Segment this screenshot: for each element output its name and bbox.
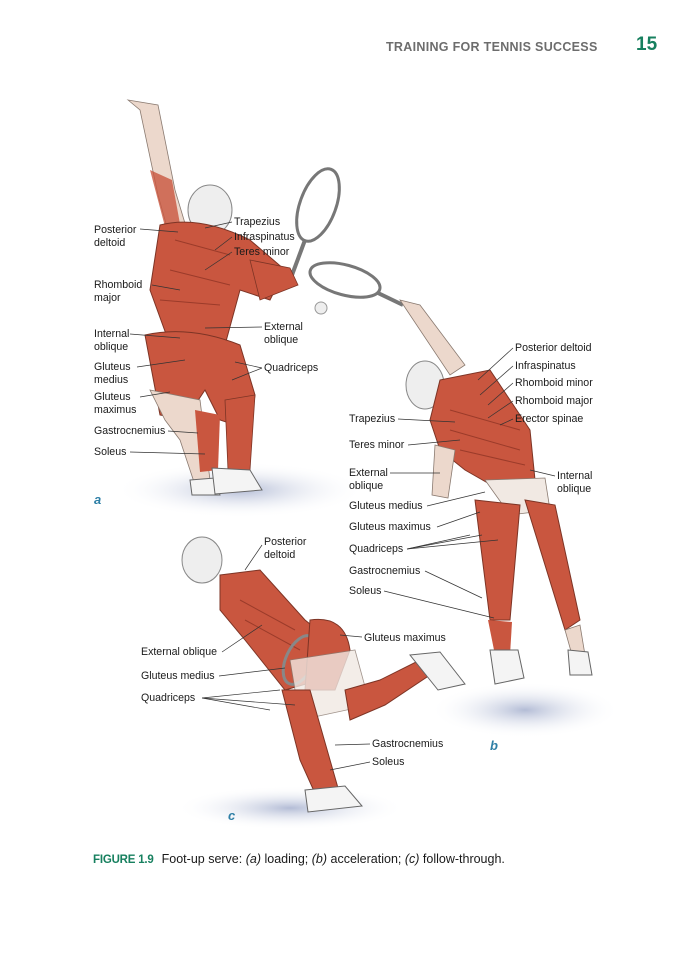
label-b-infraspinatus: Infraspinatus: [515, 360, 576, 372]
label-a-internal-oblique: Internal oblique: [94, 328, 130, 353]
caption-tag-a: (a): [245, 852, 261, 866]
label-a-gluteus-maximus: Gluteus maximus: [94, 391, 137, 416]
figure-b-leaders: [383, 347, 556, 619]
label-a-rhomboid-major: Rhomboid major: [94, 279, 143, 304]
page-number: 15: [636, 34, 658, 55]
label-a-trapezius: Trapezius: [234, 216, 281, 228]
subfigure-letter-c: c: [228, 808, 236, 823]
caption-text-b: acceleration;: [327, 852, 405, 866]
label-c-gluteus-medius: Gluteus medius: [141, 670, 215, 682]
figure-number: FIGURE 1.9: [93, 854, 154, 866]
label-b-external-oblique: External oblique: [349, 467, 388, 492]
figure-a-leaders: [129, 221, 263, 455]
figure-c-illustration: [175, 536, 466, 830]
label-c-quadriceps: Quadriceps: [141, 692, 196, 704]
label-c-external-oblique: External oblique: [141, 646, 217, 658]
label-a-teres-minor: Teres minor: [234, 246, 290, 258]
label-a-posterior-deltoid: Posterior deltoid: [94, 224, 137, 249]
caption-tag-b: (b): [311, 852, 328, 866]
label-b-posterior-deltoid: Posterior deltoid: [515, 342, 592, 354]
figure-c-leaders: [201, 544, 371, 771]
label-a-quadriceps: Quadriceps: [264, 362, 319, 374]
label-b-gluteus-maximus: Gluteus maximus: [349, 521, 431, 533]
label-a-infraspinatus: Infraspinatus: [234, 231, 295, 243]
figure-b-illustration: [308, 261, 620, 738]
label-b-rhomboid-major: Rhomboid major: [515, 395, 593, 407]
subfigure-letter-b: b: [490, 738, 498, 753]
label-b-teres-minor: Teres minor: [349, 439, 405, 451]
figure-caption: FIGURE 1.9 Foot-up serve: (a) loading; (b…: [93, 852, 505, 866]
caption-text-a: loading;: [261, 852, 312, 866]
label-b-quadriceps: Quadriceps: [349, 543, 404, 555]
caption-lead: Foot-up serve:: [161, 852, 246, 866]
label-b-erector-spinae: Erector spinae: [515, 413, 584, 425]
label-b-gastrocnemius: Gastrocnemius: [349, 565, 421, 577]
figure-a-illustration: [115, 99, 365, 518]
label-a-gastrocnemius: Gastrocnemius: [94, 425, 166, 437]
label-c-soleus: Soleus: [372, 756, 405, 768]
label-c-gluteus-maximus: Gluteus maximus: [364, 632, 446, 644]
label-b-rhomboid-minor: Rhomboid minor: [515, 377, 593, 389]
label-c-posterior-deltoid: Posterior deltoid: [264, 536, 307, 561]
label-c-gastrocnemius: Gastrocnemius: [372, 738, 444, 750]
label-a-external-oblique: External oblique: [264, 321, 303, 346]
label-b-gluteus-medius: Gluteus medius: [349, 500, 423, 512]
label-a-gluteus-medius: Gluteus medius: [94, 361, 131, 386]
running-head: TRAINING FOR TENNIS SUCCESS: [386, 40, 598, 54]
caption-text-c: follow-through.: [419, 852, 505, 866]
label-b-trapezius: Trapezius: [349, 413, 396, 425]
subfigure-letter-a: a: [94, 492, 102, 507]
caption-tag-c: (c): [404, 852, 420, 866]
label-a-soleus: Soleus: [94, 446, 127, 458]
label-b-soleus: Soleus: [349, 585, 382, 597]
label-b-internal-oblique: Internal oblique: [557, 470, 593, 495]
